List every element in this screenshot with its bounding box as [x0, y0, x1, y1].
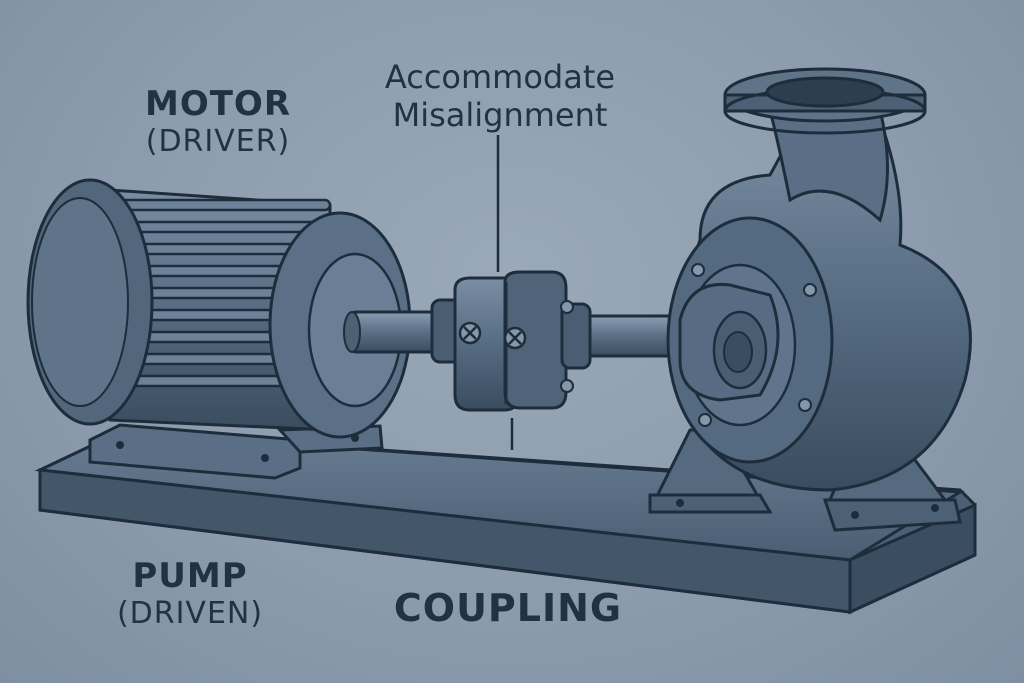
- misalignment-label-line2: Misalignment: [392, 96, 608, 134]
- flexible-coupling: [430, 270, 592, 412]
- coupling-label-title: COUPLING: [393, 586, 623, 630]
- motor: [26, 178, 412, 439]
- coupling-bolts: [458, 300, 574, 393]
- pump-label: PUMP (DRIVEN): [100, 556, 280, 632]
- pump-label-subtitle: (DRIVEN): [116, 596, 264, 631]
- pump-label-title: PUMP: [132, 556, 248, 596]
- misalignment-label: Accommodate Misalignment: [360, 58, 640, 134]
- misalignment-callout-line: [496, 135, 514, 450]
- motor-label-subtitle: (DRIVER): [145, 124, 291, 159]
- motor-label-title: MOTOR: [144, 84, 291, 124]
- coupling-label: COUPLING: [388, 588, 628, 628]
- centrifugal-pump: [648, 67, 972, 532]
- motor-label: MOTOR (DRIVER): [128, 84, 308, 160]
- misalignment-label-line1: Accommodate: [384, 58, 616, 96]
- motor-feet: [88, 423, 384, 480]
